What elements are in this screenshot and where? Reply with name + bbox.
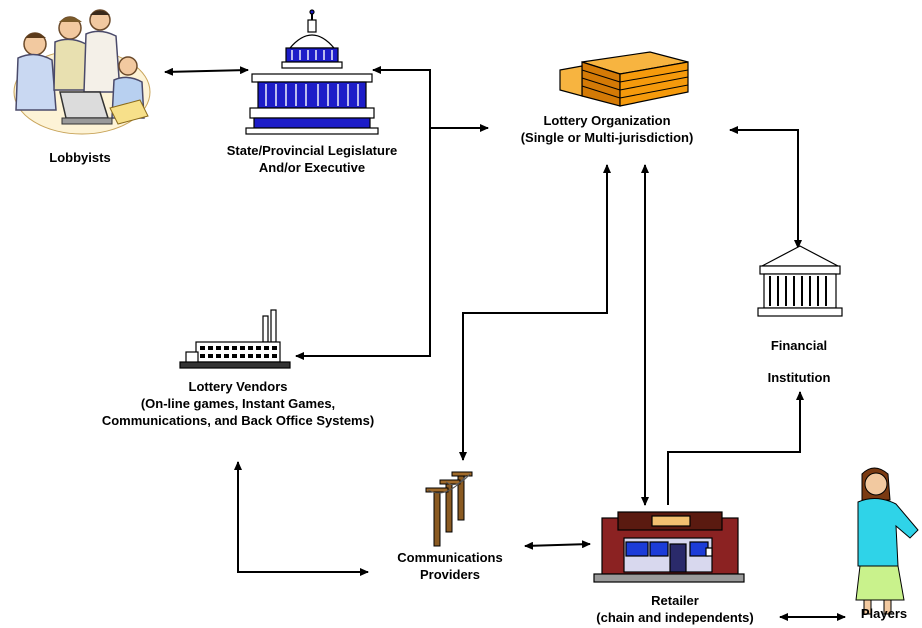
retailer-line1: Retailer [651,593,699,608]
arrow-lottery-org-comm [459,164,611,461]
label-lottery-vendors: Lottery Vendors (On-line games, Instant … [60,378,416,429]
bank-building-icon [757,245,843,317]
comm-line1: Communications [397,550,503,565]
arrow-lottery-org-financial [729,126,802,249]
arrow-retailer-financial [667,391,804,505]
legislature-line1: State/Provincial Legislature [226,143,398,158]
arrow-comm-retailer [524,540,591,550]
retailer-line2: (chain and independents) [596,610,754,625]
label-legislature: State/Provincial Legislature And/or Exec… [187,142,437,176]
lobbyists-label: Lobbyists [49,150,111,165]
woman-player-icon [855,467,919,615]
connectors [164,66,846,621]
label-communications-providers: Communications Providers [375,549,525,583]
arrow-legislature-lottery-org [372,66,489,132]
office-building-icon [559,51,689,107]
lottery-org-line1: Lottery Organization [543,113,671,128]
label-lobbyists: Lobbyists [30,149,130,166]
vendors-line3: Communications, and Back Office Systems) [101,413,375,428]
factory-icon [179,309,291,369]
players-label: Players [860,606,908,621]
legislature-line2: And/or Executive [258,160,366,175]
arrow-vendors-comm [234,461,369,576]
comm-line2: Providers [420,567,480,582]
capitol-building-icon [245,9,379,135]
arrow-vendors-legislature-branch [295,128,431,360]
vendors-line1: Lottery Vendors [188,379,288,394]
label-players: Players [848,605,920,622]
telephone-poles-icon [425,471,473,547]
label-financial-institution: Financial Institution [744,330,854,394]
lobbyists-clipart-icon [13,9,151,135]
financial-line2: Institution [767,370,831,385]
label-retailer: Retailer (chain and independents) [564,592,786,626]
store-icon [593,511,745,583]
arrow-lobbyists-legislature [164,66,249,76]
vendors-line2: (On-line games, Instant Games, [140,396,336,411]
financial-line1: Financial [770,338,828,353]
label-lottery-organization: Lottery Organization (Single or Multi-ju… [480,112,734,146]
lottery-org-line2: (Single or Multi-jurisdiction) [520,130,694,145]
